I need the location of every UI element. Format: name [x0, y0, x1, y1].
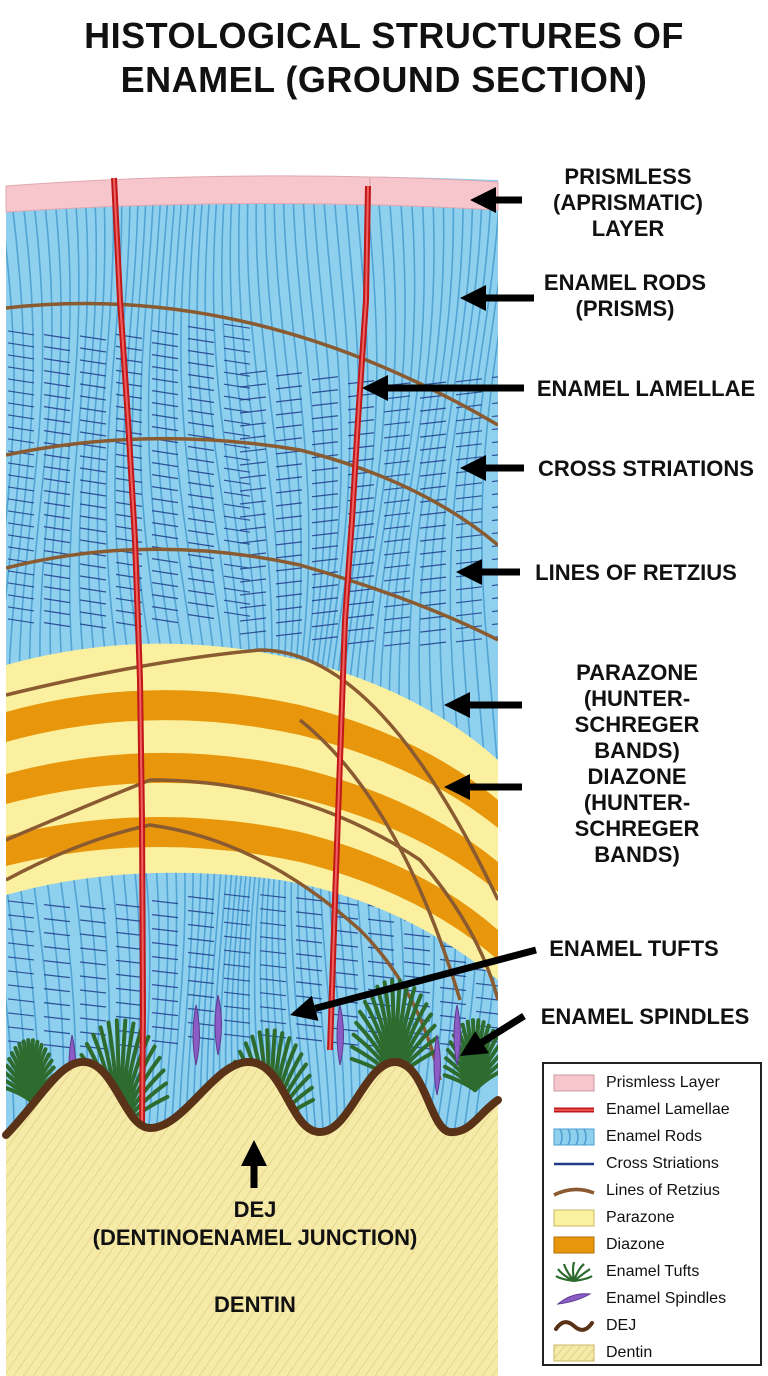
- page-title: HISTOLOGICAL STRUCTURES OF ENAMEL (GROUN…: [0, 14, 768, 102]
- label-enamel-tufts: ENAMEL TUFTS: [549, 936, 719, 961]
- dej-line: [2, 1057, 502, 1139]
- title-line-2: ENAMEL (GROUND SECTION): [120, 59, 648, 100]
- brown-wave-icon: [554, 1320, 594, 1332]
- legend-item-parazone: Parazone: [552, 1207, 758, 1229]
- navy-line-icon: [554, 1162, 594, 1166]
- label-enamel-rods: ENAMEL RODS(PRISMS): [543, 270, 707, 321]
- legend-item-dej: DEJ: [552, 1315, 758, 1337]
- parazone-band: [6, 643, 498, 980]
- legend-item-prismless: Prismless Layer: [552, 1072, 758, 1094]
- diazone-band-1: [6, 690, 498, 828]
- label-cross-striations: CROSS STRIATIONS: [538, 456, 754, 481]
- label-prismless-layer: PRISMLESS(APRISMATIC)LAYER: [553, 164, 703, 241]
- label-arrows: [241, 187, 537, 1188]
- red-line-icon: [554, 1107, 594, 1113]
- legend-item-rods: Enamel Rods: [552, 1126, 758, 1148]
- label-lines-of-retzius: LINES OF RETZIUS: [535, 560, 737, 585]
- legend-item-cross-striations: Cross Striations: [552, 1153, 758, 1175]
- prismless-layer: [5, 175, 499, 213]
- lines-of-retzius: [6, 301, 498, 1081]
- purple-spindle-icon: [556, 1293, 592, 1305]
- legend-item-retzius: Lines of Retzius: [552, 1180, 758, 1202]
- yellow-swatch-icon: [553, 1209, 595, 1227]
- legend-item-dentin: Dentin: [552, 1342, 758, 1364]
- green-tuft-icon: [555, 1261, 593, 1283]
- diazone-band-2: [6, 752, 498, 892]
- legend-item-lamellae: Enamel Lamellae: [552, 1099, 758, 1121]
- label-enamel-lamellae: ENAMEL LAMELLAE: [536, 376, 756, 401]
- prismless-swatch-icon: [553, 1074, 595, 1092]
- brown-curve-icon: [553, 1187, 595, 1197]
- title-line-1: HISTOLOGICAL STRUCTURES OF: [84, 15, 684, 56]
- legend-item-tufts: Enamel Tufts: [552, 1261, 758, 1283]
- label-dej: DEJ(DENTINOENAMEL JUNCTION): [92, 1197, 418, 1250]
- orange-swatch-icon: [553, 1236, 595, 1254]
- legend-item-spindles: Enamel Spindles: [552, 1288, 758, 1310]
- legend-item-diazone: Diazone: [552, 1234, 758, 1256]
- hatched-swatch-icon: [553, 1344, 595, 1362]
- diazone-band-3: [6, 816, 498, 960]
- label-dentin: DENTIN: [214, 1292, 296, 1317]
- legend: Prismless Layer Enamel Lamellae Enamel R…: [542, 1062, 762, 1366]
- blue-wavy-swatch-icon: [553, 1128, 595, 1146]
- label-enamel-spindles: ENAMEL SPINDLES: [540, 1004, 750, 1029]
